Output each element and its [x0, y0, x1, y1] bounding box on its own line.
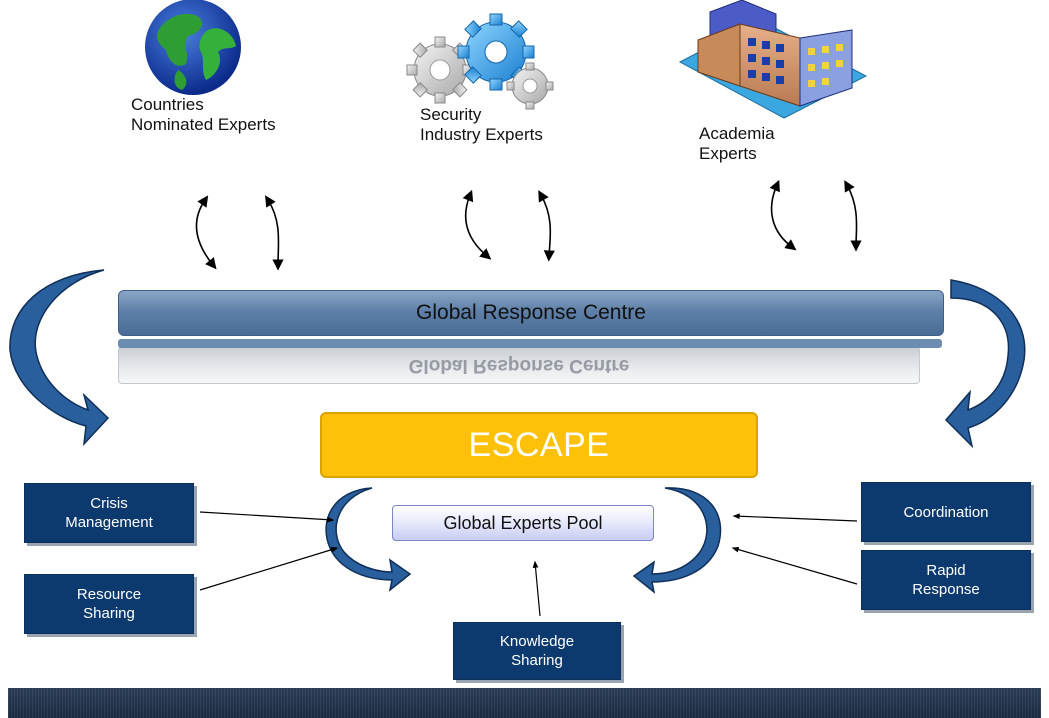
- coordination-box: Coordination: [861, 482, 1031, 542]
- crisis-management-box: Crisis Management: [24, 483, 194, 543]
- security-arrow-2: [538, 190, 555, 262]
- countries-experts-label: Countries Nominated Experts: [131, 95, 276, 134]
- countries-arrow-2: [264, 195, 284, 271]
- global-experts-pool-label: Global Experts Pool: [443, 512, 603, 533]
- academia-arrow-1: [769, 179, 797, 251]
- knowledge-arrow: [532, 560, 541, 617]
- escape-box: ESCAPE: [320, 412, 758, 478]
- security-arrow-1: [462, 189, 492, 260]
- right-curved-arrow: [944, 279, 1026, 449]
- academia-arrow-2: [844, 180, 862, 252]
- global-response-centre-label: Global Response Centre: [416, 301, 646, 324]
- countries-arrow-1: [195, 195, 217, 270]
- rapid-arrow: [731, 546, 858, 585]
- global-experts-pool-box: Global Experts Pool: [392, 505, 654, 541]
- knowledge-sharing-box: Knowledge Sharing: [453, 622, 621, 680]
- left-curved-arrow: [9, 269, 110, 447]
- grc-stripe: [118, 339, 942, 348]
- resource-arrow: [199, 546, 339, 591]
- security-experts-label: Security Industry Experts: [420, 105, 543, 144]
- grc-reflection: Global Response Centre: [118, 346, 920, 384]
- grc-reflection-text: Global Response Centre: [408, 355, 630, 376]
- global-response-centre-bar: Global Response Centre: [118, 290, 944, 336]
- crisis-arrow: [199, 511, 335, 523]
- footer-band: [8, 688, 1041, 718]
- rapid-response-box: Rapid Response: [861, 550, 1031, 610]
- escape-label: ESCAPE: [468, 425, 610, 464]
- coordination-arrow: [732, 513, 858, 522]
- academia-experts-label: Academia Experts: [699, 124, 775, 163]
- resource-sharing-box: Resource Sharing: [24, 574, 194, 634]
